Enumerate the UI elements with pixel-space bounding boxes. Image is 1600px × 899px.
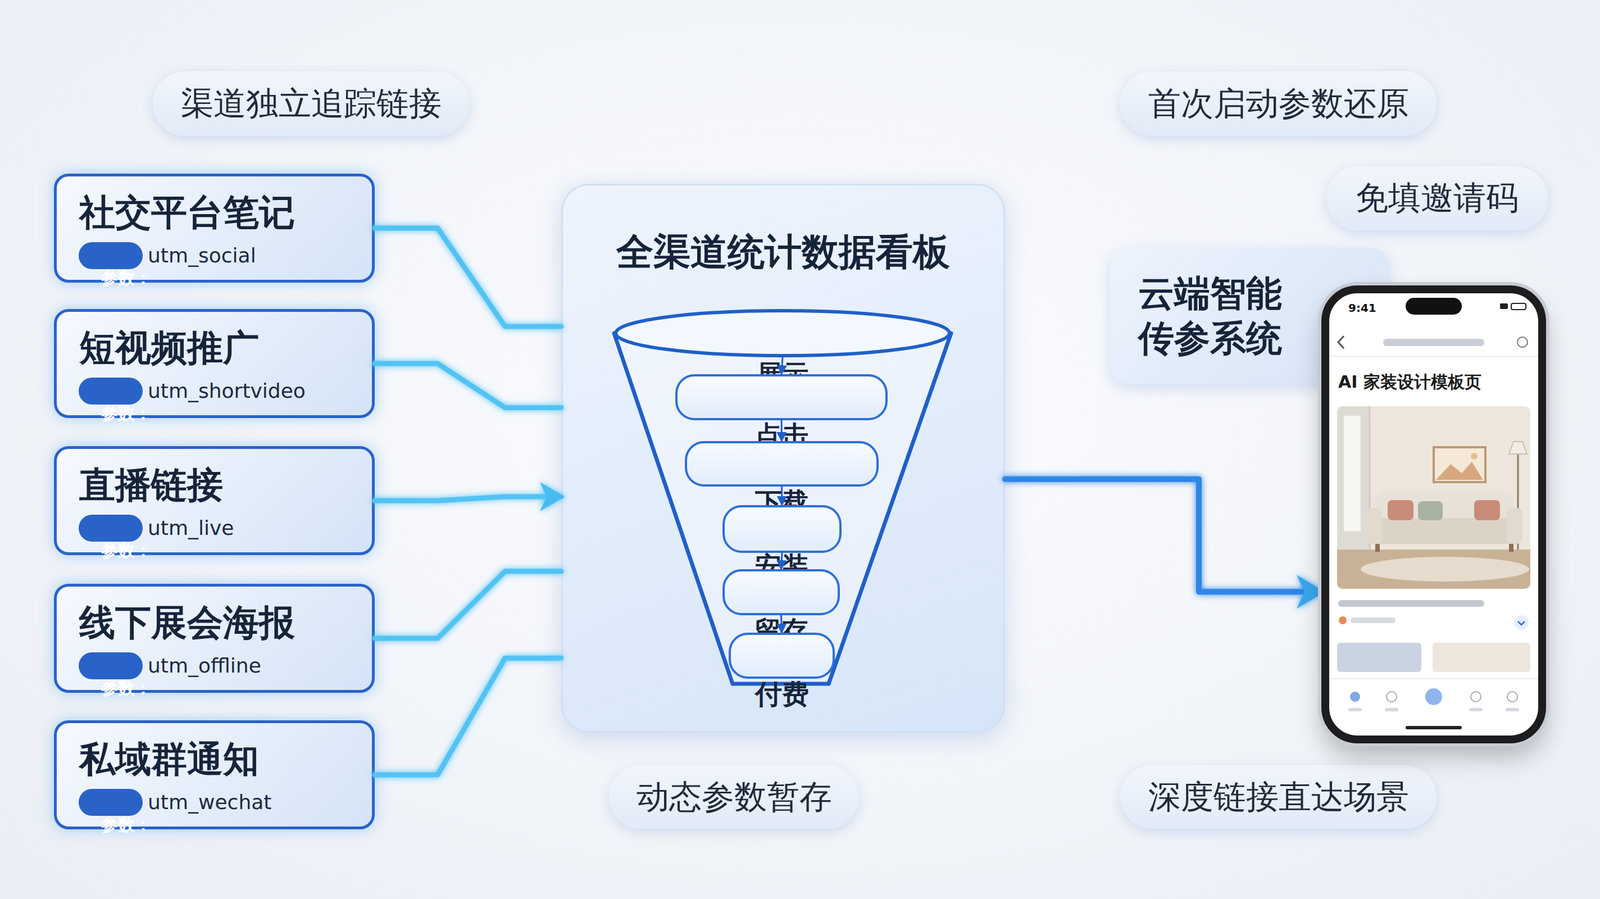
ellipse-shape bbox=[615, 310, 950, 356]
channel-title: 直播链接 bbox=[79, 463, 224, 507]
feature-pill: 首次启动参数还原 bbox=[1120, 71, 1437, 136]
screen-title: AI 家装设计模板页 bbox=[1338, 370, 1482, 394]
funnel-stage: 安装 bbox=[722, 505, 842, 553]
funnel-stage: 付费 bbox=[728, 632, 835, 679]
param-badge: 参数： bbox=[78, 514, 143, 542]
channel-box: 线下展会海报 utm_offline参数： bbox=[53, 583, 375, 693]
flow-connector bbox=[374, 657, 562, 775]
badge-label: 参数： bbox=[101, 392, 152, 435]
channel-box: 社交平台笔记 utm_social参数： bbox=[53, 173, 375, 283]
system-title: 云端智能 传参系统 bbox=[1138, 270, 1296, 361]
dashboard-panel: 全渠道统计数据看板展示点击下载安装留存付费 bbox=[561, 183, 1006, 733]
param-value: utm_social bbox=[147, 242, 257, 270]
funnel-stage: 点击 bbox=[675, 374, 888, 421]
param-value: utm_shortvideo bbox=[147, 377, 306, 405]
param-value: utm_live bbox=[147, 514, 234, 542]
feature-pill: 深度链接直达场景 bbox=[1120, 765, 1437, 829]
feature-pill: 渠道独立追踪链接 bbox=[152, 71, 470, 136]
param-badge: 参数： bbox=[78, 242, 143, 270]
channel-title: 社交平台笔记 bbox=[79, 191, 295, 234]
channel-title: 线下展会海报 bbox=[79, 601, 295, 644]
funnel-stage: 下载 bbox=[684, 441, 879, 487]
badge-label: 参数： bbox=[101, 256, 152, 300]
funnel-stage: 展示 bbox=[614, 308, 952, 358]
channel-box: 直播链接 utm_live参数： bbox=[53, 446, 375, 556]
channel-title: 私域群通知 bbox=[79, 737, 259, 781]
feature-pill: 免填邀请码 bbox=[1326, 166, 1548, 231]
channel-box: 短视频推广 utm_shortvideo参数： bbox=[53, 308, 375, 418]
channel-box: 私域群通知 utm_wechat参数： bbox=[53, 720, 375, 830]
pill-label: 动态参数暂存 bbox=[636, 775, 833, 820]
badge-label: 参数： bbox=[101, 529, 152, 572]
param-badge: 参数： bbox=[78, 652, 143, 680]
badge-label: 参数： bbox=[101, 666, 152, 710]
flow-connector bbox=[374, 496, 562, 501]
pill-label: 免填邀请码 bbox=[1355, 176, 1519, 221]
feature-pill: 动态参数暂存 bbox=[608, 765, 859, 829]
param-badge: 参数： bbox=[78, 788, 143, 816]
pill-label: 渠道独立追踪链接 bbox=[180, 82, 442, 126]
flow-connector bbox=[1005, 479, 1322, 593]
pill-label: 深度链接直达场景 bbox=[1148, 775, 1409, 820]
flow-connector bbox=[374, 571, 562, 639]
param-badge: 参数： bbox=[78, 377, 143, 405]
channel-title: 短视频推广 bbox=[79, 326, 259, 370]
stage-label: 付费 bbox=[730, 676, 833, 713]
badge-label: 参数： bbox=[101, 803, 152, 847]
param-value: utm_wechat bbox=[147, 788, 272, 816]
ellipse-outline bbox=[614, 308, 952, 358]
param-value: utm_offline bbox=[147, 652, 262, 680]
phone-mockup: 9:41 AI 家装设计模板页 bbox=[1321, 285, 1547, 744]
funnel-stage: 留存 bbox=[722, 569, 840, 616]
flow-connector bbox=[374, 363, 562, 408]
flow-connector bbox=[374, 228, 562, 327]
status-time: 9:41 bbox=[1348, 301, 1377, 315]
pill-label: 首次启动参数还原 bbox=[1148, 82, 1409, 126]
panel-title: 全渠道统计数据看板 bbox=[562, 226, 1004, 278]
